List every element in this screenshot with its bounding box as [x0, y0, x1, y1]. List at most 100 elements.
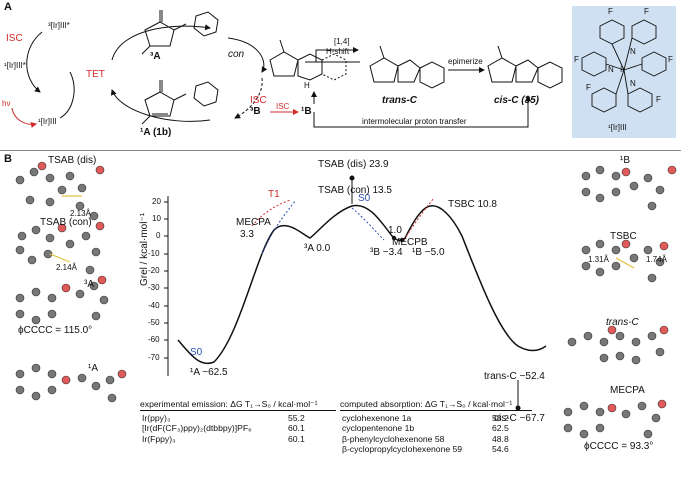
structure-3a [141, 10, 219, 55]
point-label-mecp-a: MECPA [236, 217, 271, 228]
absorption-table-rule [340, 409, 532, 411]
catalyst-label: ¹[Ir]III [608, 123, 627, 132]
isc-label: ISC [276, 102, 290, 111]
point-label-trans-c: trans-C −52.4 [484, 371, 545, 382]
y-tick-m70: -70 [148, 353, 160, 362]
curve-label-t1: T1 [268, 189, 280, 200]
epimerize-label: epimerize [448, 57, 483, 66]
y-tick-m60: -60 [148, 335, 160, 344]
shift-label-top: [1,4] [334, 37, 350, 46]
absorption-table-header: computed absorption: ΔG T₁→S₀ / kcal·mol… [340, 399, 513, 409]
struct-phi-2: ϕCCCC = 93.3° [584, 441, 654, 452]
struct-dist-4: 1.74Å [646, 255, 667, 264]
emission-name-2: [Ir(dF(CF₃)ppy)₂(dtbbpy)]PF₆ [142, 423, 252, 434]
emission-value-2: 60.1 [288, 423, 305, 434]
panel-a-drawing [11, 10, 563, 128]
emission-table-rule [140, 409, 336, 411]
con-label: con [228, 49, 245, 60]
catalyst-f-5: F [586, 83, 591, 92]
struct-label-ts-ab-con: TSAB (con) [40, 217, 92, 228]
point-ts-ab-dis [349, 175, 355, 181]
struct-label-ts-ab-dis: TSAB (dis) [48, 155, 97, 166]
label-trans-c: trans-C [382, 95, 418, 106]
point-value-mecp-b: 1.0 [388, 225, 402, 236]
curve-label-s0-upper: S0 [358, 193, 371, 204]
absorption-value-4: 54.6 [492, 444, 509, 455]
catalyst-f-2: F [644, 7, 649, 16]
panel-a: A [0, 0, 681, 150]
hv-arrow [11, 107, 37, 128]
s0-dotted-curve-mid [351, 207, 385, 241]
catalyst-f-3: F [574, 55, 579, 64]
y-tick-m30: -30 [148, 283, 160, 292]
profile-curve [177, 204, 547, 365]
cycle-hv-label: hν [2, 99, 11, 108]
struct-label-trans-c: trans-C [606, 317, 639, 328]
point-label-cis-c: cis-C −67.7 [494, 413, 545, 424]
struct-label-3a: ³A [84, 279, 94, 290]
point-label-1a: ¹A −62.5 [190, 367, 228, 378]
oxygen-atoms [37, 161, 677, 413]
struct-dist-3: 1.31Å [588, 255, 609, 264]
catalyst-n-3: N [630, 79, 636, 88]
absorption-name-3: β-phenylcyclohexenone 58 [342, 433, 445, 444]
label-3b: ³B [250, 106, 261, 117]
point-label-mecp-b: MECPB [392, 237, 428, 248]
struct-phi-1: ϕCCCC = 115.0° [18, 325, 93, 336]
cycle-arc-left [26, 31, 43, 93]
h-atom-label: H [304, 81, 310, 90]
table-row: cyclohexenone 1a 58.2 [340, 413, 511, 424]
emission-table-header: experimental emission: ΔG T₁→S₀ / kcal·m… [140, 399, 318, 409]
label-3a: ³A [150, 51, 161, 62]
emission-value-1: 55.2 [288, 412, 305, 423]
struct-dist-1: 2.13Å [70, 209, 91, 218]
struct-label-mecp-a: MECPA [610, 385, 645, 396]
absorption-table-body: cyclohexenone 1a 58.2 cyclopentenone 1b 62… [340, 413, 511, 455]
proton-transfer-arrow [313, 95, 531, 128]
absorption-name-1: cyclohexenone 1a [342, 412, 412, 423]
absorption-value-1: 58.2 [492, 412, 509, 423]
absorption-name-2: cyclopentenone 1b [342, 423, 415, 434]
y-tick-m50: -50 [148, 318, 160, 327]
point-label-ts-bc: TSBC 10.8 [448, 199, 497, 210]
label-1b: ¹B [301, 106, 312, 117]
point-label-1b: ¹B −5.0 [412, 247, 445, 258]
panel-divider [0, 150, 681, 151]
structure-intermediate [269, 39, 347, 81]
cycle-singlet-ir: ¹[Ir]III [38, 117, 57, 126]
shift-label-bottom: H-shift [326, 47, 350, 56]
table-row: [Ir(dF(CF₃)ppy)₂(dtbbpy)]PF₆ 60.1 [140, 423, 307, 434]
point-1b [399, 237, 405, 243]
catalyst-drawing [581, 19, 667, 113]
emission-value-3: 60.1 [288, 433, 305, 444]
y-tick-20: 20 [152, 197, 161, 206]
point-label-ts-ab-con: TSAB (con) 13.5 [318, 185, 392, 196]
cycle-arc-inner [59, 71, 75, 119]
point-label-3a: ³A 0.0 [304, 243, 331, 254]
y-tick-10: 10 [152, 214, 161, 223]
catalyst-n-1: N [630, 47, 636, 56]
isc-dashed-arc [234, 77, 263, 119]
y-tick-0: 0 [156, 231, 161, 240]
label-1a: ¹A (1b) [140, 127, 172, 138]
absorption-table: computed absorption: ΔG T₁→S₀ / kcal·mol… [340, 400, 532, 455]
cycle-isc-label: ISC [6, 33, 23, 44]
catalyst-f-1: F [608, 7, 613, 16]
cycle-tet-label: TET [86, 69, 105, 80]
point-value-mecp-a: 3.3 [240, 229, 254, 240]
t1-dotted-curve-right [403, 197, 435, 241]
panel-b-label: B [4, 153, 12, 165]
absorption-value-2: 62.5 [492, 423, 509, 434]
s0-dotted-curve-left [261, 199, 297, 255]
y-tick-m10: -10 [148, 249, 160, 258]
structure-1a [141, 80, 219, 125]
label-cis-c: cis-C (35) [494, 95, 540, 106]
point-3b [391, 235, 397, 241]
y-tick-m20: -20 [148, 266, 160, 275]
y-tick-m40: -40 [148, 301, 160, 310]
absorption-value-3: 48.8 [492, 433, 509, 444]
catalyst-f-6: F [656, 95, 661, 104]
struct-label-1b: ¹B [620, 155, 630, 166]
